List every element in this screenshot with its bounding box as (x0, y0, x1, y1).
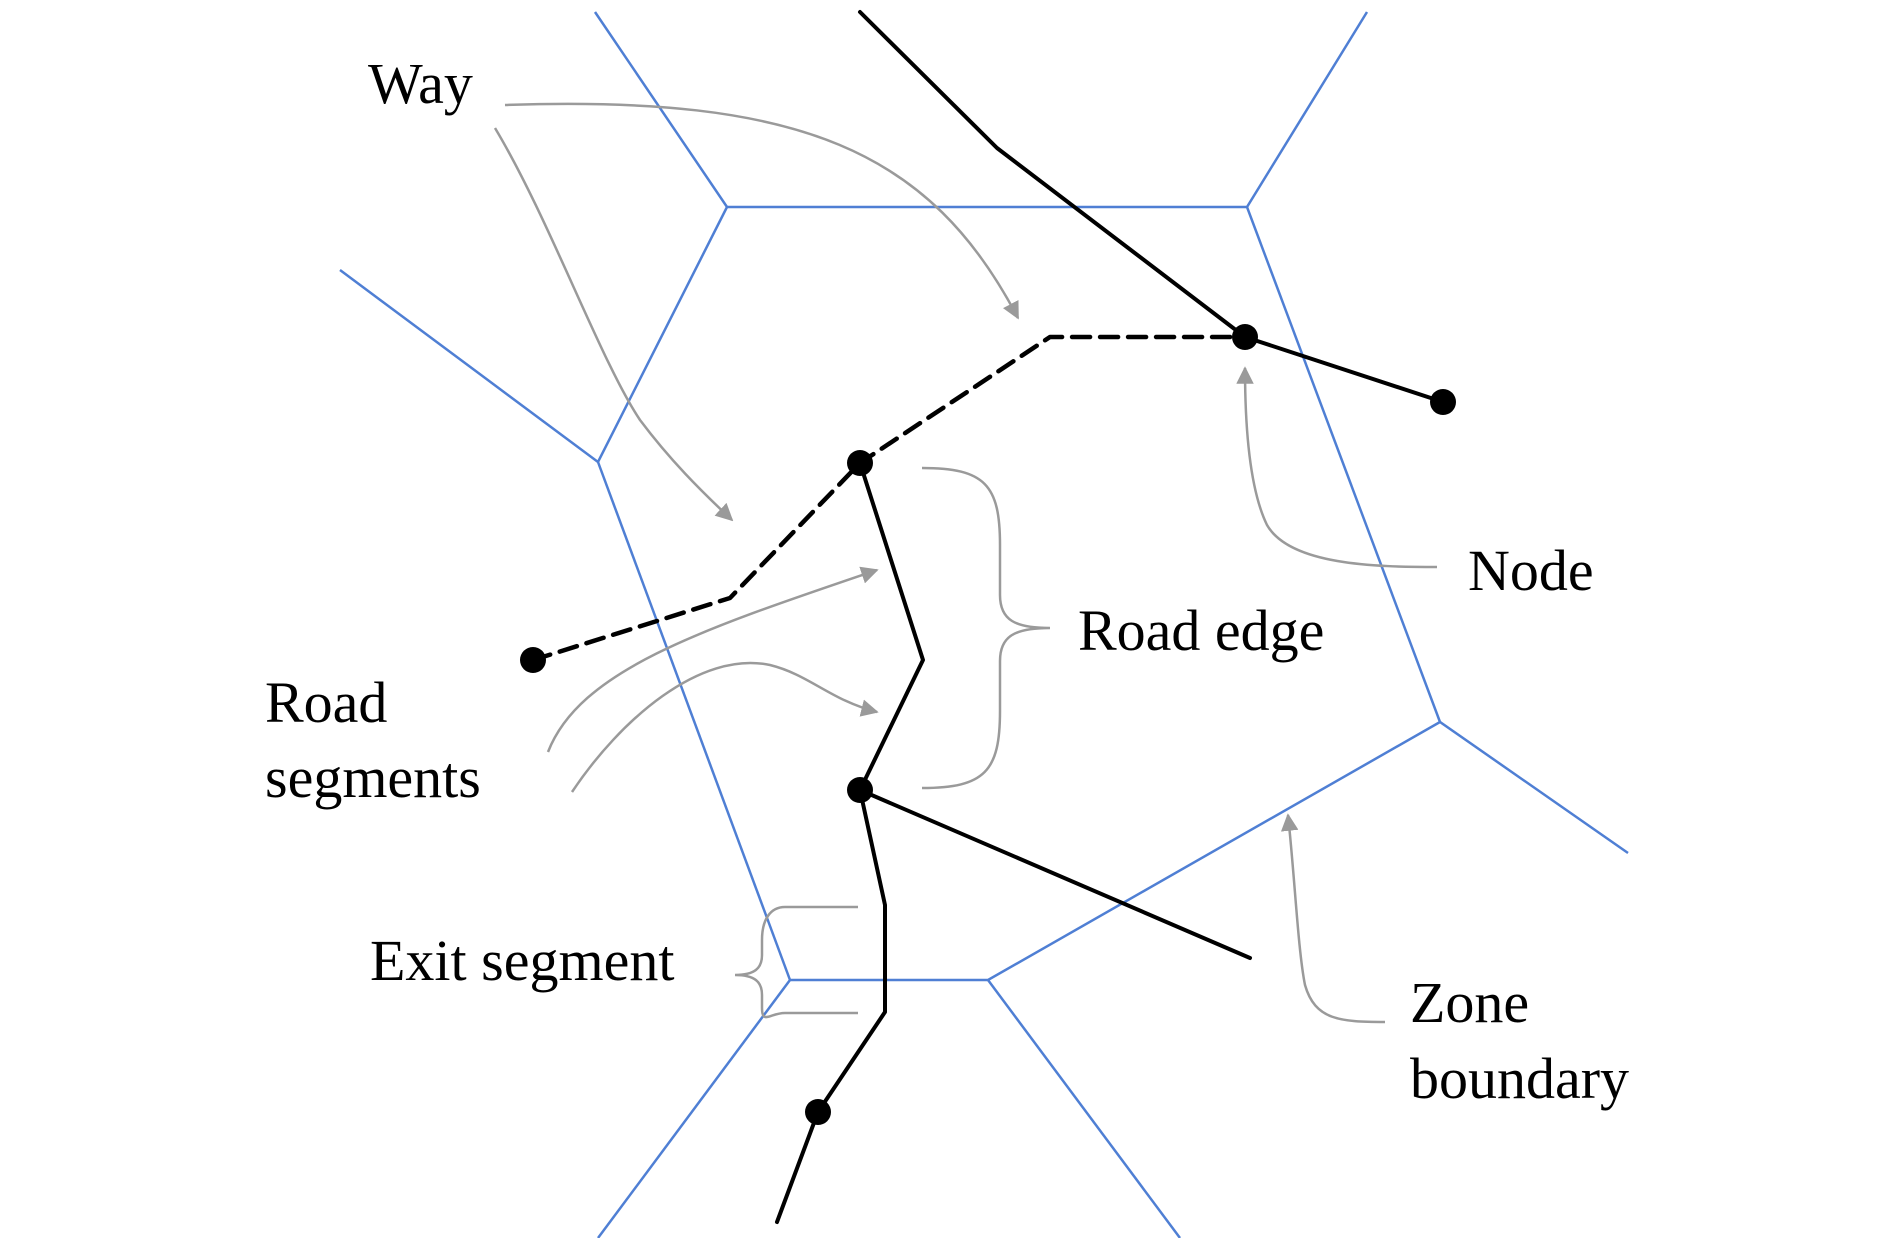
zone-boundaries (339, 11, 1629, 1238)
road-segment-pointer-upper (546, 566, 879, 753)
node-marker (847, 450, 873, 476)
exit-segment-brace (734, 905, 858, 1019)
label-exit-segment: Exit segment (370, 928, 674, 993)
zone-boundary-bottom-left (596, 979, 792, 1238)
label-zone-boundary-line1: Zone (1410, 970, 1529, 1035)
node-marker (520, 647, 546, 673)
zone-boundary-upper-left (593, 11, 1369, 209)
label-road-segments-line2: segments (265, 745, 481, 810)
zone-boundary-right-vertical (1245, 206, 1442, 723)
road-edge-line (775, 461, 925, 1224)
road-upper-right (858, 10, 1445, 404)
label-zone-boundary-line2: boundary (1410, 1046, 1629, 1111)
way-pointer-lower (493, 127, 734, 522)
zone-boundary-left-vertical (596, 461, 792, 981)
zone-boundary-bottom (790, 720, 1629, 982)
node-pointer (1236, 366, 1438, 569)
label-way: Way (368, 51, 473, 116)
node-marker (1430, 389, 1456, 415)
road-edge-brace (921, 466, 1051, 790)
nodes (520, 324, 1456, 1125)
label-road-edge: Road edge (1078, 598, 1324, 663)
node-marker (805, 1099, 831, 1125)
zone-boundary-pointer (1280, 813, 1386, 1024)
node-marker (847, 777, 873, 803)
annotation-pointers (493, 102, 1438, 1024)
label-road-segments-line1: Road (265, 670, 387, 735)
road-segment-pointer-lower (570, 661, 879, 793)
zone-boundary-left-diagonal (339, 206, 729, 464)
node-marker (1232, 324, 1258, 350)
zone-boundary-bottom-right (986, 979, 1182, 1238)
labels: Way Node Road edge Road segments Exit se… (265, 51, 1629, 1111)
road-branch-right (858, 788, 1252, 960)
way-pointer-upper (504, 102, 1020, 320)
label-node: Node (1468, 538, 1594, 603)
